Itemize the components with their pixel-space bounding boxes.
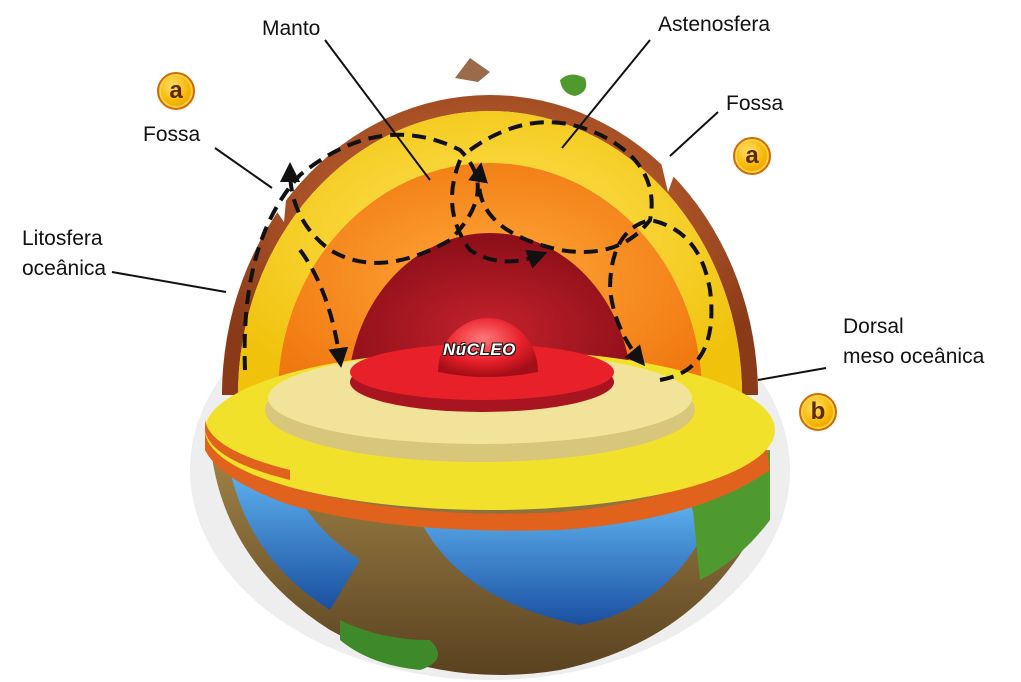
tree-top [560,74,586,96]
label-nucleo: NúCLEO [443,340,516,360]
label-fossa-right: Fossa [726,91,783,117]
label-fossa-left: Fossa [143,122,200,148]
label-litosfera-line1: Litosfera [22,226,103,252]
label-litosfera-line2: oceânica [22,256,106,282]
mountain-peak [455,58,490,82]
leader-litosfera [112,272,226,292]
label-astenosfera: Astenosfera [658,12,770,38]
badge-b: b [799,393,837,431]
leader-dorsal [758,368,826,380]
leader-fossa-right [670,112,718,156]
badge-a-right: a [733,137,771,175]
badge-a-left: a [157,72,195,110]
label-dorsal-line1: Dorsal [843,314,904,340]
label-dorsal-line2: meso oceânica [843,344,984,370]
label-manto: Manto [262,16,320,42]
leader-fossa-left [215,148,272,188]
